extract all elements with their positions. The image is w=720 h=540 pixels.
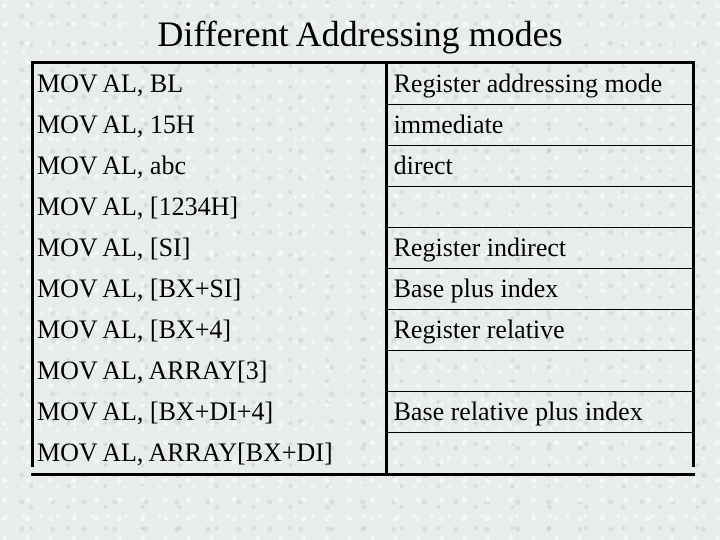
table-row: MOV AL, ARRAY[3] (31, 350, 695, 392)
slide-title: Different Addressing modes (157, 14, 563, 54)
mode-cell: Base relative plus index (386, 391, 695, 433)
instruction-cell: MOV AL, [BX+DI+4] (31, 391, 388, 433)
instruction-cell: MOV AL, [BX+4] (31, 309, 388, 351)
table-row: MOV AL, [BX+DI+4] Base relative plus ind… (31, 391, 695, 433)
table-row: MOV AL, [1234H] (31, 186, 695, 228)
instruction-cell: MOV AL, [1234H] (31, 186, 388, 228)
table-row: MOV AL, abc direct (31, 145, 695, 187)
mode-cell: Register indirect (386, 227, 695, 269)
table-row: MOV AL, 15H immediate (31, 104, 695, 146)
mode-cell: immediate (386, 104, 695, 146)
instruction-cell: MOV AL, ARRAY[3] (31, 350, 388, 392)
mode-cell (386, 186, 695, 228)
mode-cell: Register relative (386, 309, 695, 351)
addressing-modes-table: MOV AL, BL Register addressing mode MOV … (31, 61, 695, 476)
instruction-cell: MOV AL, abc (31, 145, 388, 187)
mode-cell: Base plus index (386, 268, 695, 310)
instruction-cell: MOV AL, BL (31, 61, 388, 105)
instruction-cell: MOV AL, ARRAY[BX+DI] (31, 432, 388, 476)
table-row: MOV AL, ARRAY[BX+DI] (31, 432, 695, 476)
table-row: MOV AL, BL Register addressing mode (31, 61, 695, 105)
mode-cell: Register addressing mode (386, 61, 695, 105)
table-row: MOV AL, [SI] Register indirect (31, 227, 695, 269)
mode-cell: direct (386, 145, 695, 187)
instruction-cell: MOV AL, [SI] (31, 227, 388, 269)
instruction-cell: MOV AL, 15H (31, 104, 388, 146)
mode-cell (386, 350, 695, 392)
mode-cell (386, 432, 695, 476)
table-row: MOV AL, [BX+SI] Base plus index (31, 268, 695, 310)
table-row: MOV AL, [BX+4] Register relative (31, 309, 695, 351)
instruction-cell: MOV AL, [BX+SI] (31, 268, 388, 310)
